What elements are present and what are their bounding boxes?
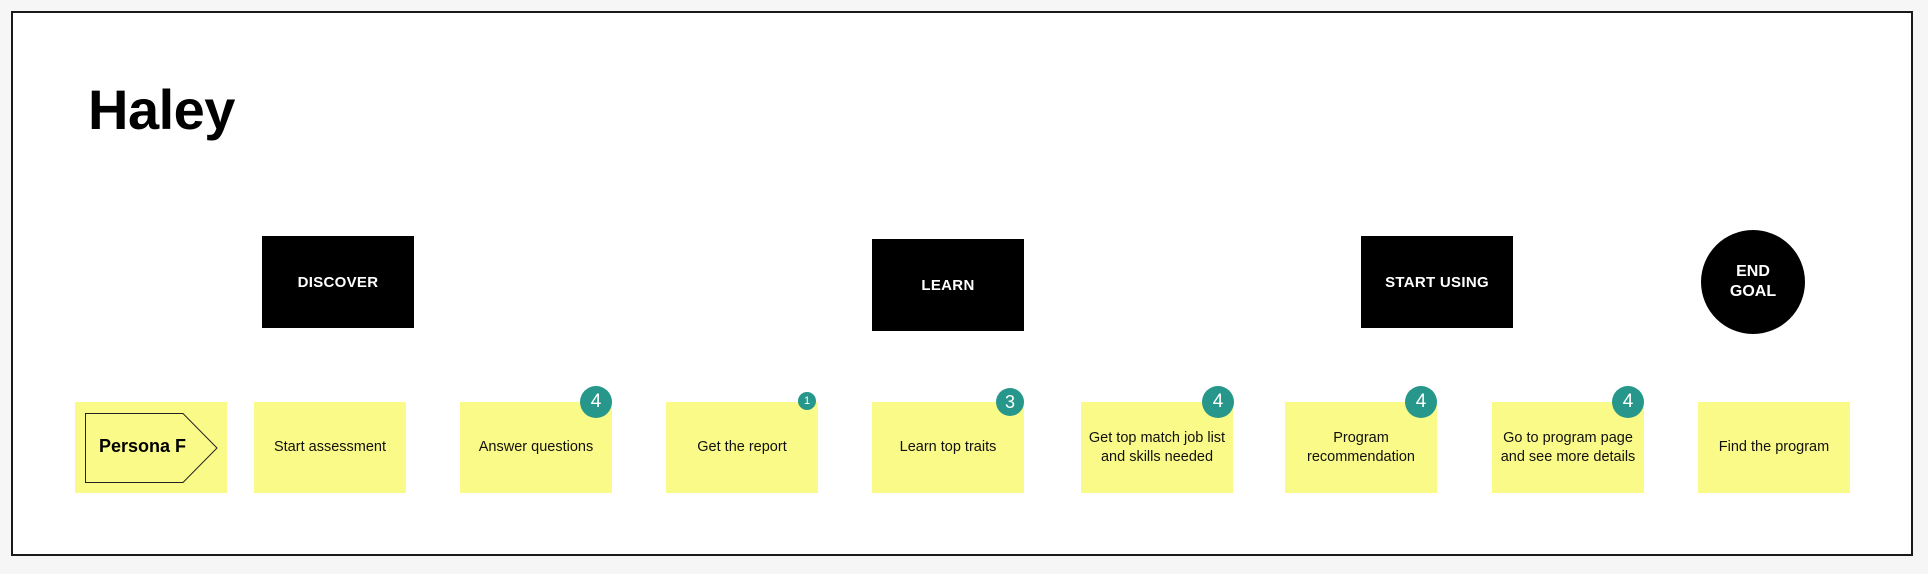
count-badge: 1 (798, 392, 816, 410)
persona-note[interactable]: Persona F (75, 402, 227, 493)
step-go-to-program-page[interactable]: Go to program page and see more details (1492, 402, 1644, 493)
count-badge: 3 (996, 388, 1024, 416)
stage-learn-label: LEARN (921, 276, 975, 294)
step-label: Find the program (1718, 439, 1830, 455)
stage-start-using-label: START USING (1385, 273, 1489, 291)
persona-label: Persona F (99, 436, 187, 456)
count-badge: 4 (1202, 386, 1234, 418)
board-title: Haley (88, 78, 235, 141)
step-label: Go to program page and see more details (1500, 429, 1636, 465)
step-label: Answer questions (478, 439, 594, 455)
step-get-top-match-job-list[interactable]: Get top match job list and skills needed (1081, 402, 1233, 493)
step-program-recommendation[interactable]: Program recommendation (1285, 402, 1437, 493)
step-answer-questions[interactable]: Answer questions (460, 402, 612, 493)
count-badge: 4 (1612, 386, 1644, 418)
count-badge: 4 (580, 386, 612, 418)
stage-discover[interactable]: DISCOVER (262, 236, 414, 328)
stage-discover-label: DISCOVER (297, 273, 379, 291)
step-label: Program recommendation (1307, 429, 1415, 465)
step-get-the-report[interactable]: Get the report (666, 402, 818, 493)
step-learn-top-traits[interactable]: Learn top traits (872, 402, 1024, 493)
end-goal-label: END GOAL (1729, 263, 1777, 300)
step-label: Learn top traits (899, 439, 997, 455)
step-find-the-program[interactable]: Find the program (1698, 402, 1850, 493)
step-label: Start assessment (273, 439, 386, 455)
step-label: Get the report (697, 439, 787, 455)
stage-start-using[interactable]: START USING (1361, 236, 1513, 328)
board-frame: Haley DISCOVER LEARN START USING END GOA… (11, 11, 1913, 556)
persona-tag-icon (85, 413, 218, 483)
count-badge: 4 (1405, 386, 1437, 418)
step-label: Get top match job list and skills needed (1088, 429, 1226, 465)
end-goal-circle[interactable]: END GOAL (1701, 230, 1805, 334)
step-start-assessment[interactable]: Start assessment (254, 402, 406, 493)
stage-learn[interactable]: LEARN (872, 239, 1024, 331)
